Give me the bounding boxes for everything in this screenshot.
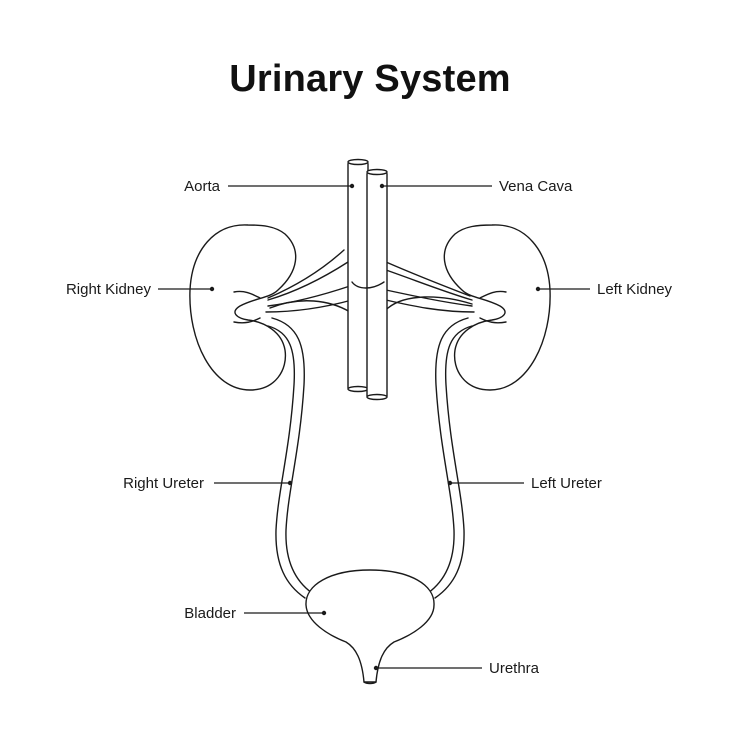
bladder <box>305 569 435 683</box>
right-ureter <box>267 317 313 599</box>
label-vena-cava: Vena Cava <box>499 178 573 195</box>
label-right-ureter: Right Ureter <box>123 475 204 492</box>
right-kidney <box>189 224 297 391</box>
urethra-opening <box>363 681 377 685</box>
page-title: Urinary System <box>229 58 511 100</box>
left-ureter <box>427 317 473 599</box>
aorta <box>347 158 369 393</box>
label-bladder: Bladder <box>184 605 236 622</box>
label-right-kidney: Right Kidney <box>66 281 152 298</box>
left-kidney <box>443 224 551 391</box>
vena-cava <box>366 168 388 401</box>
label-left-ureter: Left Ureter <box>531 475 602 492</box>
label-urethra: Urethra <box>489 660 540 677</box>
label-left-kidney: Left Kidney <box>597 281 673 298</box>
label-aorta: Aorta <box>184 178 221 195</box>
